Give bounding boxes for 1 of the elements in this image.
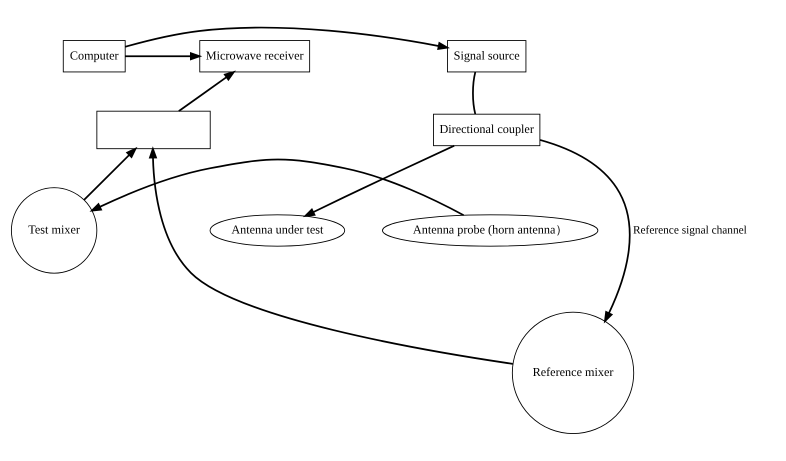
edge-label: Reference signal channel	[632, 224, 747, 236]
